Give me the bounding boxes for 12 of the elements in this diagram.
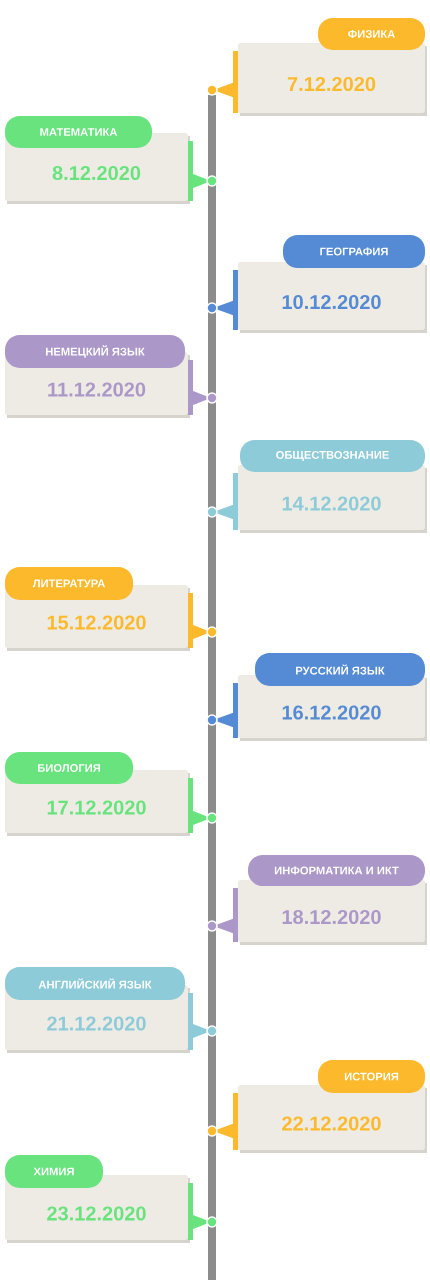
date-card: 17.12.2020 БИОЛОГИЯ xyxy=(5,752,193,836)
date-card: 11.12.2020 НЕМЕЦКИЙ ЯЗЫК xyxy=(5,335,193,418)
date-card: 22.12.2020 ИСТОРИЯ xyxy=(233,1060,427,1153)
date-card: 23.12.2020 ХИМИЯ xyxy=(5,1155,193,1243)
date-card: 7.12.2020 ФИЗИКА xyxy=(233,18,427,116)
date-card: 18.12.2020 ИНФОРМАТИКА И ИКТ xyxy=(233,855,427,945)
date-card: 14.12.2020 ОБЩЕСТВОЗНАНИЕ xyxy=(233,440,427,533)
date-card: 10.12.2020 ГЕОГРАФИЯ xyxy=(233,235,427,333)
date-card: 16.12.2020 РУССКИЙ ЯЗЫК xyxy=(233,653,427,741)
date-card: 8.12.2020 МАТЕМАТИКА xyxy=(5,116,193,204)
date-card: 15.12.2020 ЛИТЕРАТУРА xyxy=(5,567,193,651)
date-card: 21.12.2020 АНГЛИЙСКИЙ ЯЗЫК xyxy=(5,967,193,1053)
